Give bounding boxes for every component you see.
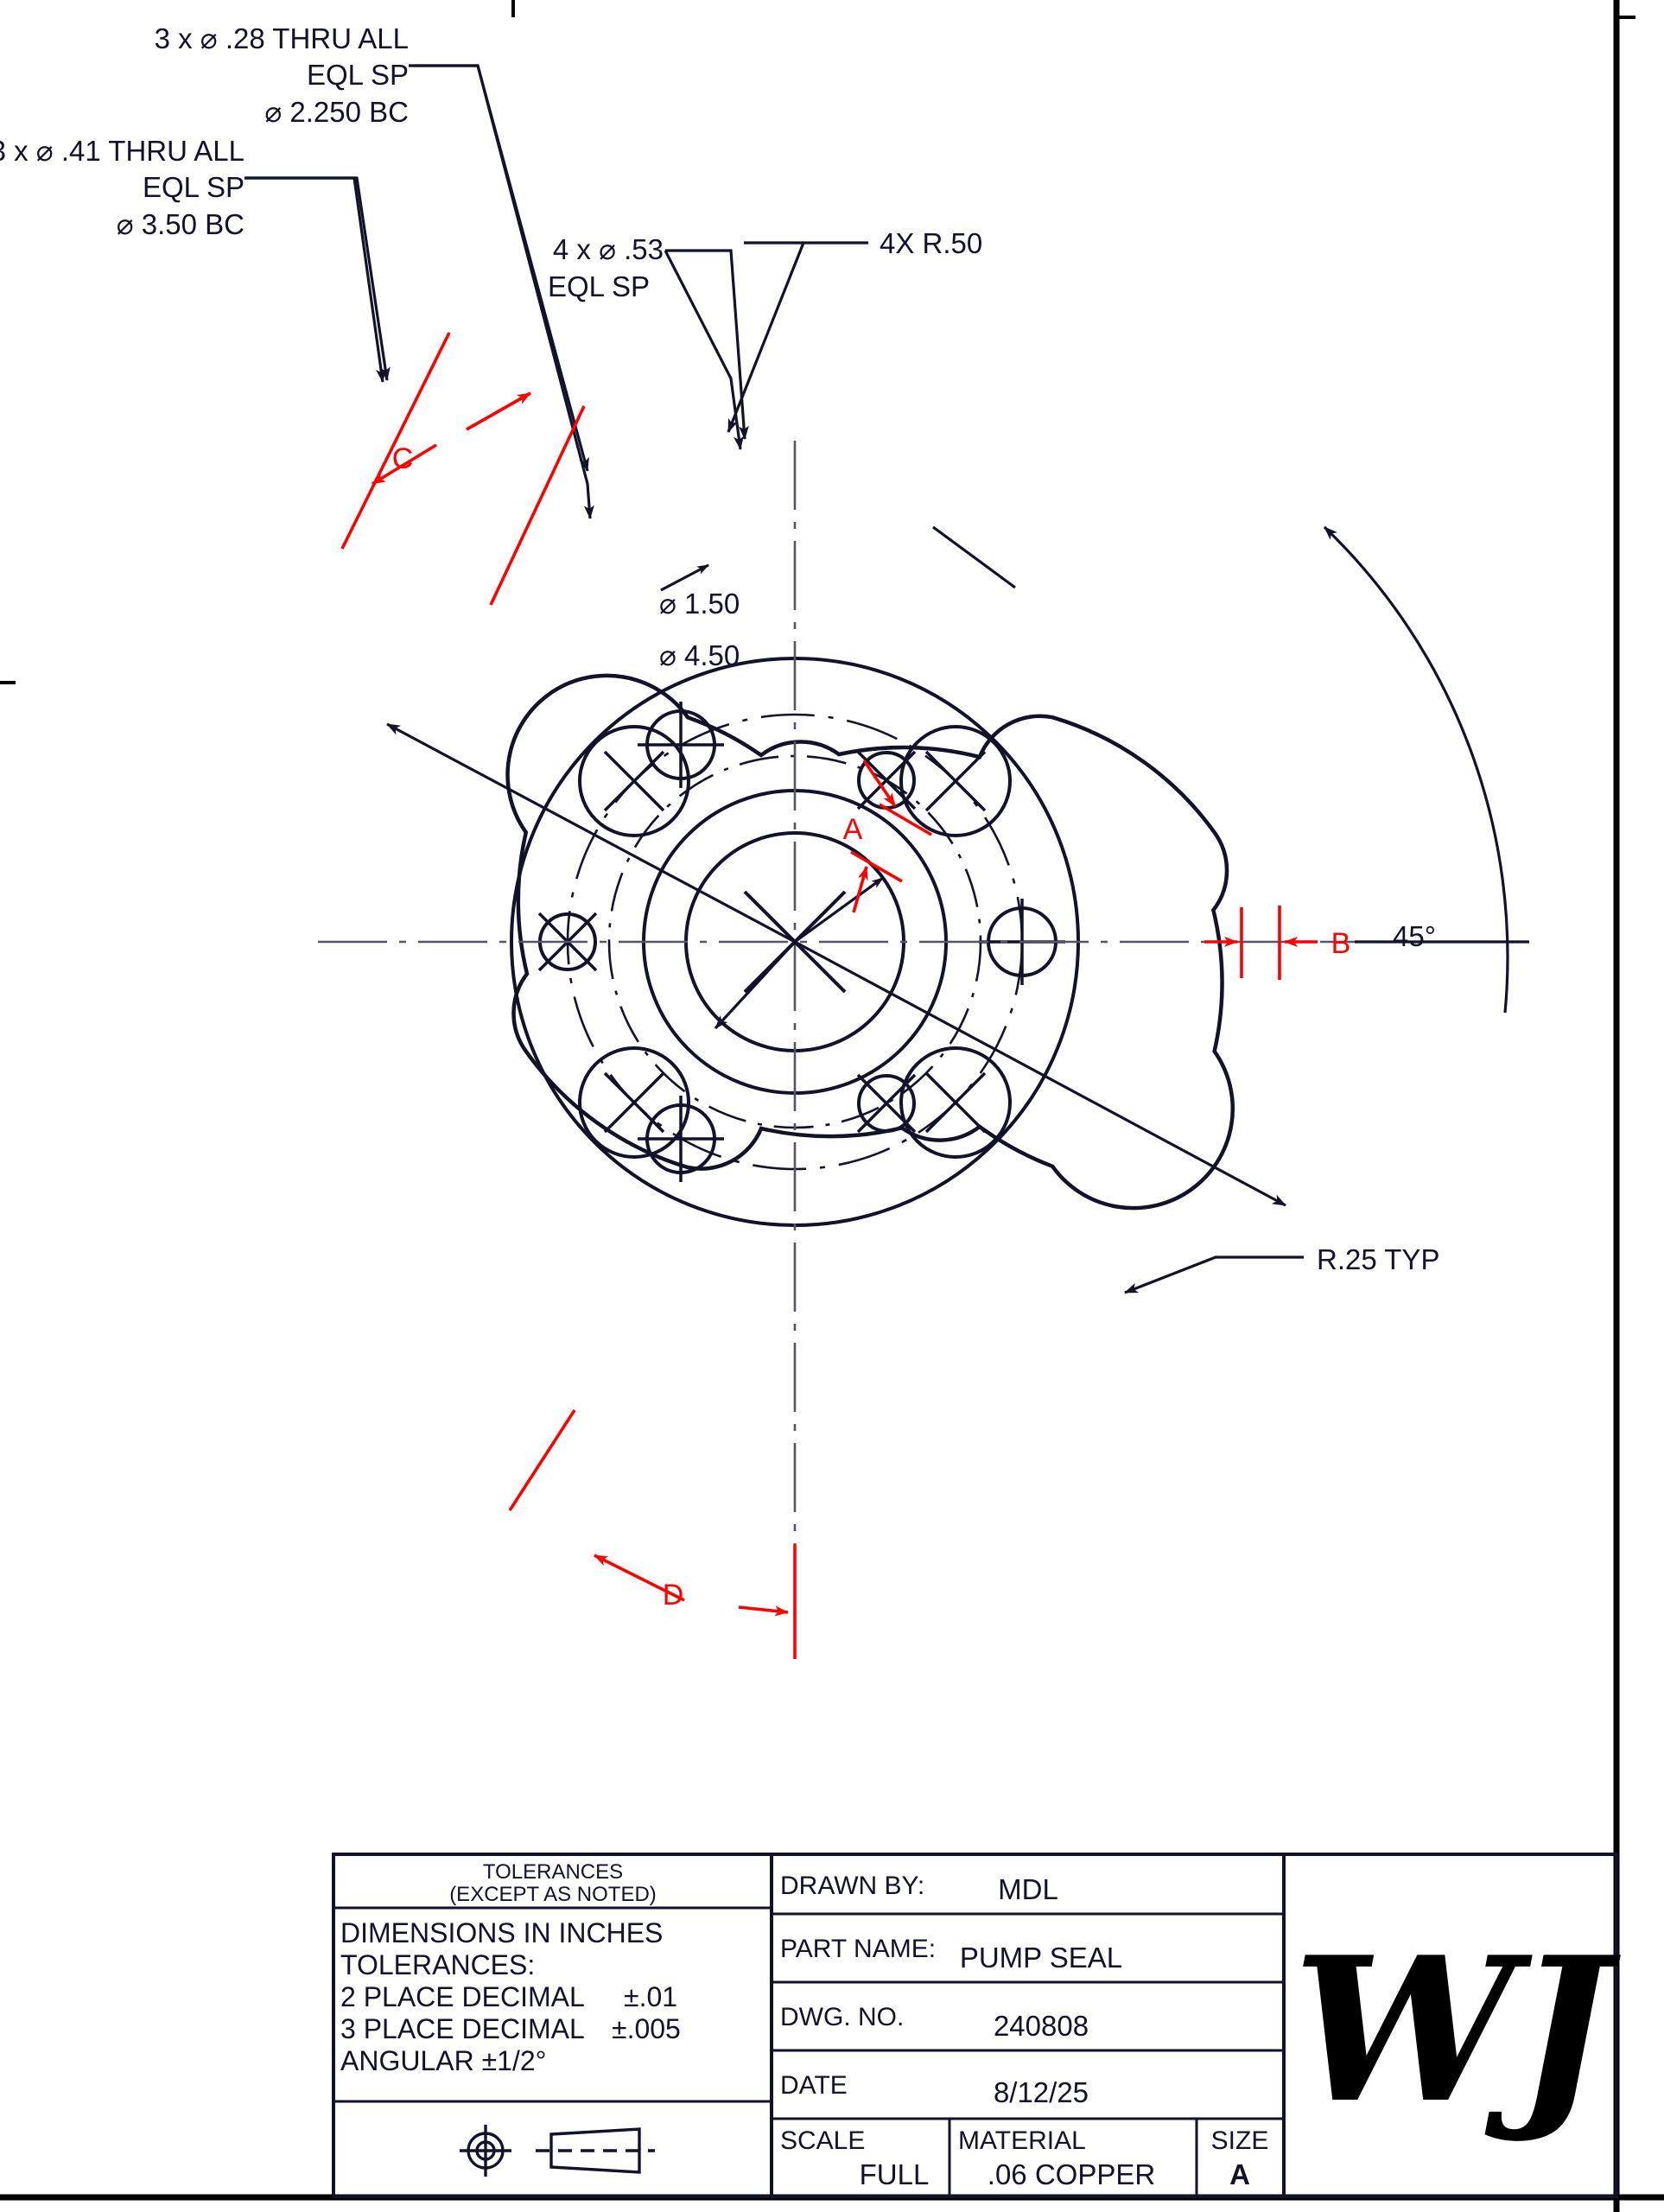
leader-41-group [245, 176, 391, 381]
hole-53-group [578, 725, 1012, 1159]
material-label: MATERIAL [958, 2126, 1086, 2155]
part-name-label: PART NAME: [780, 1935, 936, 1963]
note-28-line1: 3 x ⌀ .28 THRU ALL [155, 22, 409, 54]
leader-28-group [409, 64, 589, 472]
title-block: TOLERANCES (EXCEPT AS NOTED) DIMENSIONS … [332, 1853, 1622, 2198]
tolerance-row-0-name: 2 PLACE DECIMAL [340, 1981, 585, 2012]
centerlines [318, 441, 1521, 1564]
datum-c-group [340, 332, 586, 606]
date-label: DATE [780, 2071, 848, 2100]
tolerances-body-2: TOLERANCES: [340, 1949, 535, 1980]
dim-angle-45-group [932, 525, 1529, 1014]
size-label: SIZE [1211, 2126, 1269, 2155]
datum-b-label: B [1331, 927, 1351, 960]
outer-profile [505, 673, 1235, 1211]
datum-d-label: D [663, 1579, 684, 1611]
part-geometry [318, 441, 1521, 1564]
note-41-line3: ⌀ 3.50 BC [117, 208, 245, 240]
dim-line-450 [386, 722, 1286, 1207]
tolerances-heading-2: (EXCEPT AS NOTED) [449, 1883, 657, 1906]
dim-bolt-circle-450: ⌀ 4.50 [659, 639, 740, 671]
datum-a-label: A [843, 813, 863, 846]
note-28-hole: 3 x ⌀ .28 THRU ALL EQL SP ⌀ 2.250 BC [155, 22, 409, 128]
leader-r25-group [1124, 1255, 1304, 1294]
note-41-hole: 3 x ⌀ .41 THRU ALL EQL SP ⌀ 3.50 BC [0, 135, 245, 240]
datum-d-group [508, 1409, 797, 1659]
note-28-line3: ⌀ 2.250 BC [264, 96, 409, 128]
datum-dims-red [340, 332, 1318, 1659]
dim-angle-45: 45° [1393, 920, 1436, 952]
note-28-line2: EQL SP [307, 59, 409, 91]
dwg-no-label: DWG. NO. [780, 2003, 904, 2031]
datum-a-group [850, 759, 932, 913]
size-value: A [1229, 2158, 1250, 2190]
datum-c-label: C [392, 442, 414, 475]
date-value: 8/12/25 [994, 2076, 1089, 2108]
datum-b-group [1204, 906, 1318, 980]
tolerance-row-1-value: ±.005 [612, 2013, 681, 2044]
scale-label: SCALE [780, 2126, 865, 2155]
leader-53-group [665, 249, 749, 440]
note-41-line1: 3 x ⌀ .41 THRU ALL [0, 135, 245, 167]
tolerances-body-1: DIMENSIONS IN INCHES [340, 1917, 663, 1948]
third-angle-projection-icon [460, 2125, 655, 2177]
note-53-line2: EQL SP [548, 270, 650, 302]
tolerances-heading-1: TOLERANCES [483, 1860, 623, 1884]
leader-r50-group [727, 241, 868, 433]
part-name-value: PUMP SEAL [960, 1942, 1122, 1974]
dim-line-150 [714, 876, 884, 1030]
tolerance-row-0-value: ±.01 [624, 1981, 677, 2012]
scale-value: FULL [860, 2158, 930, 2190]
note-r50: 4X R.50 [880, 227, 982, 259]
logo-cell [1282, 1853, 1618, 2198]
dim-leader-150 [660, 563, 709, 592]
drawn-by-label: DRAWN BY: [780, 1872, 924, 1900]
note-r25: R.25 TYP [1317, 1243, 1439, 1275]
note-41-line2: EQL SP [143, 171, 245, 203]
note-53-hole: 4 x ⌀ .53 EQL SP [548, 233, 664, 302]
dwg-no-value: 240808 [994, 2010, 1089, 2042]
material-value: .06 COPPER [988, 2158, 1155, 2190]
tolerance-angular: ANGULAR ±1/2° [340, 2045, 546, 2076]
drawn-by-value: MDL [998, 1873, 1058, 1905]
company-logo: WJ [1292, 1914, 1621, 2147]
note-53-line1: 4 x ⌀ .53 [553, 233, 664, 265]
tolerance-row-1-name: 3 PLACE DECIMAL [340, 2013, 585, 2044]
dim-bore-small: ⌀ 1.50 [659, 588, 740, 620]
